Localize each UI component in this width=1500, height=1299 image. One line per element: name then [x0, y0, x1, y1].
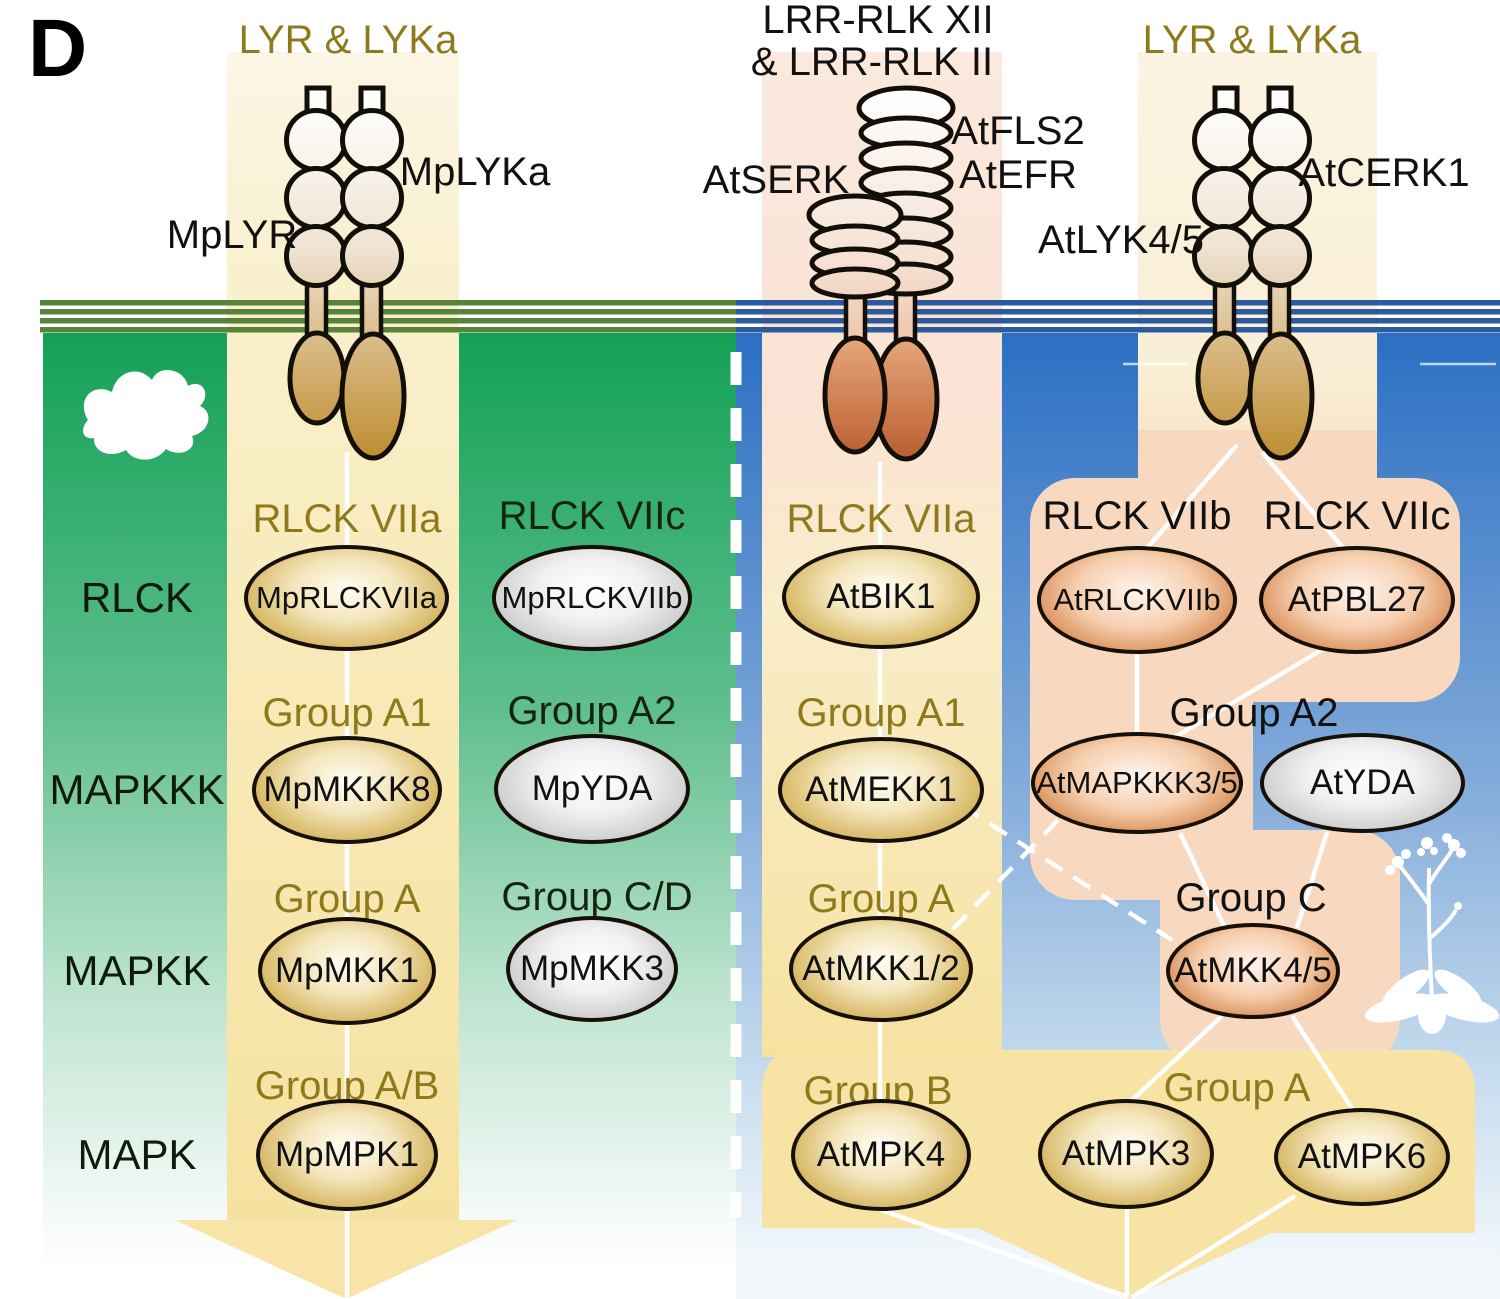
node-mprlckviia: MpRLCKVIIa [244, 545, 449, 651]
header-at-rlck-viia: RLCK VIIa [786, 497, 976, 541]
atfls2-efr-receptor [856, 85, 956, 462]
at-lysm-receptor-pair [1192, 85, 1315, 461]
mp-lysm-receptor-pair [284, 85, 407, 461]
atefr-receptor-label: AtEFR [959, 153, 1077, 197]
node-mpmkkk8: MpMKKK8 [252, 736, 442, 844]
at-lrr-family-label-line2: & LRR-RLK II [750, 40, 994, 84]
header-mp-group-a2: Group A2 [507, 689, 677, 733]
header-at-rlck-viib: RLCK VIIb [1042, 494, 1232, 538]
node-atmekk1: AtMEKK1 [778, 737, 984, 843]
at-lyk-family-label: LYR & LYKa [1142, 18, 1362, 62]
at-lrr-receptor-pair [806, 85, 956, 462]
header-at-rlck-viic: RLCK VIIc [1263, 494, 1451, 538]
mp-receptor-family-label: LYR & LYKa [238, 18, 458, 62]
node-atmpk6: AtMPK6 [1274, 1108, 1450, 1206]
arabidopsis-silhouette-icon [1364, 833, 1500, 1034]
mplyka-receptor-label: MpLYKa [399, 150, 551, 194]
node-mpmkk3: MpMKK3 [506, 916, 678, 1022]
header-at-group-a-mapk: Group A [1163, 1066, 1311, 1110]
header-at-group-a: Group A [807, 877, 955, 921]
atcerk1-receptor-label: AtCERK1 [1298, 151, 1470, 195]
row-label-mapk: MAPK [77, 1130, 197, 1178]
node-atmpk4: AtMPK4 [791, 1099, 971, 1211]
row-label-mapkkk: MAPKKK [49, 765, 225, 813]
header-mp-rlck-viic: RLCK VIIc [498, 494, 686, 538]
node-atpbl27: AtPBL27 [1259, 546, 1455, 654]
node-atbik1: AtBIK1 [782, 545, 980, 649]
panel-label: D [28, 3, 88, 94]
node-atmkk12: AtMKK1/2 [789, 916, 973, 1022]
node-atmpk3: AtMPK3 [1038, 1099, 1214, 1209]
header-mp-group-a1: Group A1 [262, 691, 432, 735]
node-atrlckviib: AtRLCKVIIb [1037, 546, 1237, 654]
atfls2-receptor-label: AtFLS2 [951, 109, 1085, 153]
node-mprlckviib: MpRLCKVIIb [492, 545, 692, 651]
header-mp-group-cd: Group C/D [501, 875, 693, 919]
membrane-green [40, 300, 736, 333]
header-mp-group-a: Group A [273, 877, 421, 921]
cross-talk-dashed-lines [948, 804, 1174, 942]
marchantia-silhouette-icon [83, 369, 209, 460]
node-atmkk45: AtMKK4/5 [1166, 923, 1340, 1019]
membrane-blue [736, 300, 1500, 333]
header-mp-rlck-viia: RLCK VIIa [252, 497, 442, 541]
row-label-mapkk: MAPKK [63, 946, 211, 994]
header-at-group-c: Group C [1175, 876, 1327, 920]
node-atyda: AtYDA [1260, 733, 1465, 833]
header-at-group-a1: Group A1 [796, 691, 966, 735]
node-mpmkk1: MpMKK1 [258, 917, 436, 1025]
atlyk45-receptor-label: AtLYK4/5 [1037, 218, 1205, 262]
node-atmapkkk35: AtMAPKKK3/5 [1031, 732, 1243, 834]
at-lrr-family-label-line1: LRR-RLK XII [762, 0, 994, 42]
atserk-receptor-label: AtSERK [702, 158, 850, 202]
header-at-group-a2: Group A2 [1169, 691, 1339, 735]
atserk-receptor [806, 193, 904, 455]
row-label-rlck: RLCK [80, 573, 194, 621]
mplyr-receptor-label: MpLYR [166, 213, 298, 257]
node-mpyda: MpYDA [494, 734, 690, 844]
node-mpmpk1: MpMPK1 [256, 1099, 438, 1211]
membrane [40, 300, 1500, 333]
